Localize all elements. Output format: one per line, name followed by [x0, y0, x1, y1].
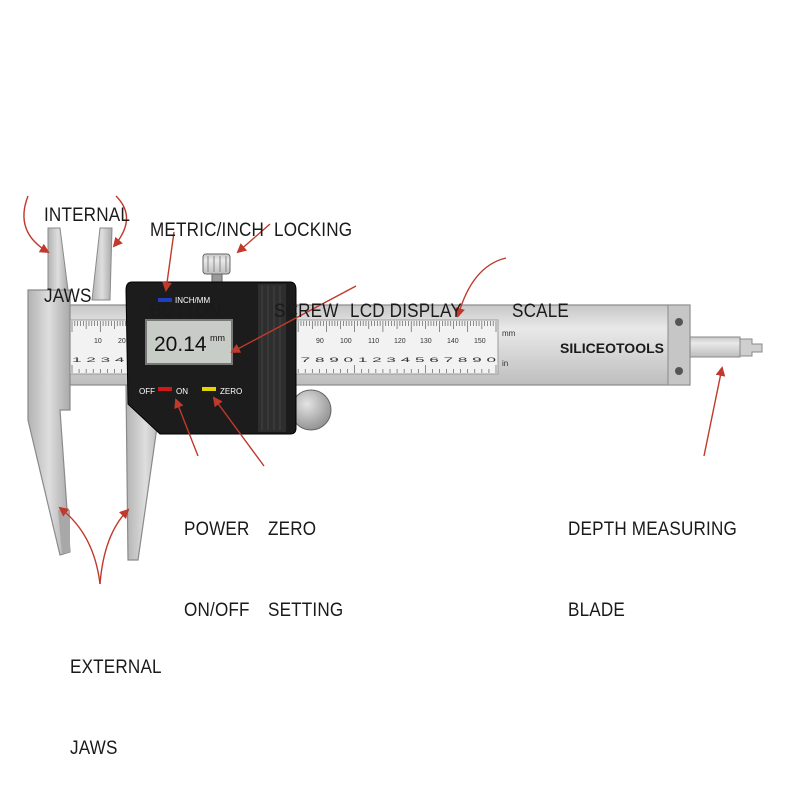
arrow-zero: [212, 396, 265, 467]
label-scale: SCALE: [512, 301, 569, 322]
arrow-internal-jaw-left: [23, 195, 50, 253]
depth-measuring-blade: [689, 336, 763, 358]
lcd-display: [145, 319, 233, 365]
inch-mm-button[interactable]: [158, 298, 172, 302]
annotation-arrows: [23, 195, 726, 585]
scale-number: 90: [316, 338, 324, 345]
scale-number: 140: [447, 338, 459, 345]
arrow-power: [174, 398, 199, 457]
arrow-locking-screw: [236, 223, 271, 254]
electronic-head: 20.14 mm INCH/MM OFF ON ZERO: [125, 281, 297, 435]
scale-number: 20: [118, 338, 126, 345]
in-unit-label: in: [502, 359, 508, 368]
lcd-reading: 20.14: [154, 333, 207, 356]
arrow-metric-inch-button: [162, 231, 175, 292]
scale-number: 130: [420, 338, 432, 345]
scale-number: 150: [474, 338, 486, 345]
brand-logo: SILICEOTOOLS: [560, 340, 664, 356]
scale-number: 120: [394, 338, 406, 345]
arrow-lcd-display: [230, 285, 357, 353]
arrow-depth-blade: [703, 366, 726, 457]
label-zero-setting: ZERO SETTING: [268, 519, 344, 621]
locking-screw: [202, 253, 231, 285]
label-locking-screw: LOCKING SCREW: [274, 220, 353, 322]
arrow-internal-jaw-right: [112, 195, 128, 248]
mm-unit-label: mm: [502, 329, 516, 338]
label-depth-measuring-blade: DEPTH MEASURING BLADE: [568, 519, 737, 621]
scale-number: 100: [340, 338, 352, 345]
beam-screw-top: [675, 318, 683, 326]
on-label: ON: [176, 387, 188, 396]
beam-screw-bottom: [675, 367, 683, 375]
label-metric-inch-button: METRIC/INCH BUTTON: [150, 220, 265, 322]
label-power-on-off: POWER ON/OFF: [184, 519, 250, 621]
label-lcd-display: LCD DISPLAY: [350, 301, 462, 322]
off-label: OFF: [139, 387, 155, 396]
inch-mm-label: INCH/MM: [175, 296, 210, 305]
fixed-jaw: [27, 227, 71, 556]
arrow-external-jaw-left: [58, 506, 101, 585]
arrow-scale: [455, 257, 507, 318]
on-button[interactable]: [158, 387, 172, 391]
scale-number: 10: [94, 338, 102, 345]
thumb-wheel: [290, 389, 332, 431]
label-internal-jaws: INTERNAL JAWS: [44, 205, 131, 307]
scale-number: 110: [368, 338, 379, 345]
lcd-unit: mm: [210, 333, 225, 343]
zero-button[interactable]: [202, 387, 216, 391]
zero-label: ZERO: [220, 387, 242, 396]
arrow-external-jaw-right: [99, 508, 130, 585]
label-external-jaws: EXTERNAL JAWS: [70, 657, 162, 759]
